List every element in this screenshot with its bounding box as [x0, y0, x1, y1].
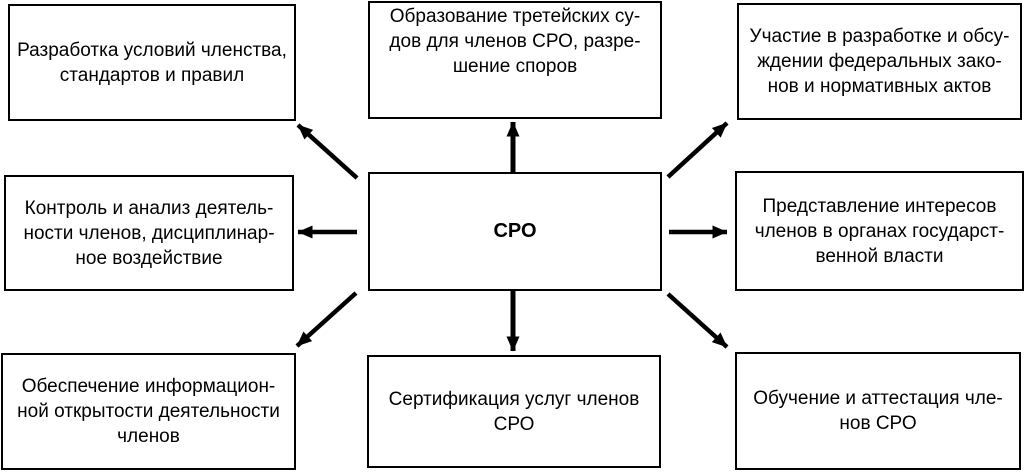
- node-bottom-left: Обеспечение информацион- ной открытости …: [1, 353, 296, 470]
- node-bottom-right: Обучение и аттестация чле- нов СРО: [735, 352, 1021, 470]
- arrow-to-bottom-left: [295, 291, 358, 348]
- node-top-right: Участие в разработке и обсу- ждении феде…: [737, 3, 1022, 120]
- node-mid-left: Контроль и анализ деятель- ности членов,…: [4, 175, 294, 291]
- node-center-sro: СРО: [368, 172, 662, 291]
- arrow-to-top-right: [666, 121, 729, 179]
- node-top-center: Образование третейских су- дов для члено…: [368, 1, 662, 119]
- node-mid-right: Представление интересов членов в органах…: [735, 171, 1024, 291]
- arrow-to-top-left: [296, 123, 359, 180]
- node-bottom-center: Сертификация услуг членов СРО: [367, 355, 661, 468]
- arrow-to-bottom-right: [666, 292, 729, 349]
- node-top-left: Разработка условий членства, стандартов …: [8, 4, 296, 121]
